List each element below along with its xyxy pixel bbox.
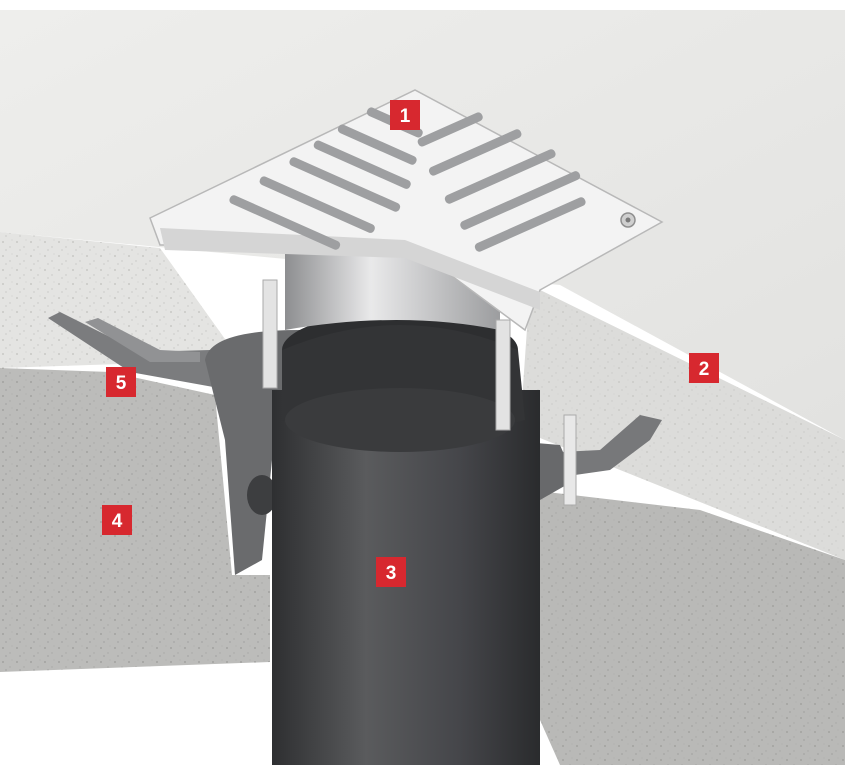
callout-box bbox=[106, 367, 136, 397]
frame-leg-left bbox=[262, 279, 278, 389]
callout-number: 1 bbox=[400, 106, 411, 127]
callout-marker: 1 bbox=[390, 100, 420, 130]
frame-leg-extension bbox=[563, 414, 577, 506]
callout-number: 5 bbox=[116, 373, 127, 394]
frame-leg-right bbox=[495, 319, 511, 431]
callout-marker: 2 bbox=[689, 353, 719, 383]
callout-box bbox=[102, 505, 132, 535]
callout-number: 2 bbox=[699, 359, 710, 380]
callout-box bbox=[376, 557, 406, 587]
seal-ring-left bbox=[247, 475, 277, 515]
callout-marker: 5 bbox=[106, 367, 136, 397]
callout-number: 4 bbox=[112, 511, 123, 532]
callout-box bbox=[689, 353, 719, 383]
callout-marker: 4 bbox=[102, 505, 132, 535]
callout-number: 3 bbox=[386, 563, 397, 584]
callout-marker: 3 bbox=[376, 557, 406, 587]
callout-box bbox=[390, 100, 420, 130]
